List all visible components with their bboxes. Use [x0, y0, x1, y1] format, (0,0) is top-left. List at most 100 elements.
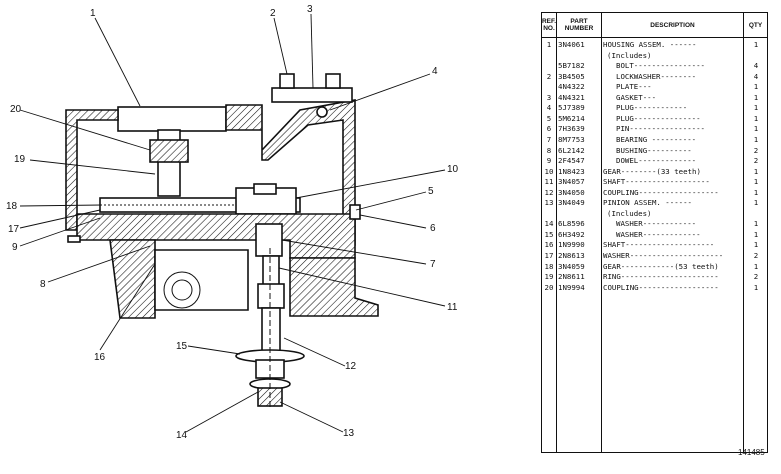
cell-desc: GEAR------------(53 teeth): [603, 261, 719, 271]
header-part: PART NUMBER: [564, 18, 594, 32]
callout-5: 5: [428, 186, 434, 197]
callout-15: 15: [176, 341, 188, 352]
cell-ref: 3: [546, 92, 552, 102]
cell-desc: WASHER------------: [616, 219, 697, 229]
bore-circle: [163, 271, 201, 309]
callout-18: 18: [6, 201, 18, 212]
cell-qty: 1: [753, 229, 759, 239]
cell-desc: SHAFT-------------------: [603, 177, 710, 187]
cell-qty: 2: [753, 251, 759, 260]
cell-ref: 14: [544, 219, 554, 229]
cell-part: 6L2142: [558, 145, 585, 155]
callout-1: 1: [90, 8, 96, 19]
cell-qty: 1: [753, 282, 759, 292]
cell-desc: PLATE---: [616, 82, 652, 92]
cell-qty: 1: [753, 82, 759, 92]
page-number: 141485: [738, 448, 765, 457]
cell-part: 4N4322: [558, 82, 585, 92]
housing-cover: [117, 106, 227, 132]
callout-10: 10: [447, 164, 459, 175]
cell-qty: 1: [753, 198, 759, 208]
cell-qty: 1: [753, 103, 759, 113]
cell-ref: 4: [546, 103, 552, 113]
cell-desc: GEAR--------(33 teeth): [603, 166, 701, 176]
cell-qty: 1: [753, 261, 759, 271]
cell-part: 3N4049: [558, 198, 585, 208]
table-row: 4N4322 PLATE--- 1: [542, 82, 767, 93]
cell-part: 3B4505: [558, 71, 585, 81]
cell-ref: 13: [544, 198, 554, 208]
callout-4: 4: [432, 66, 438, 77]
callout-11: 11: [447, 302, 458, 313]
header-desc: DESCRIPTION: [650, 21, 695, 29]
cell-desc: (Includes): [607, 50, 652, 60]
cell-ref: 8: [546, 145, 552, 155]
cell-part: 5M6214: [558, 113, 585, 123]
cell-desc: BOLT----------------: [616, 61, 705, 71]
callout-3: 3: [307, 4, 313, 15]
cell-qty: 1: [753, 166, 759, 176]
table-row: 10 1N8423 GEAR--------(33 teeth) 1: [542, 167, 767, 178]
cell-part: 6H3492: [558, 229, 585, 239]
cell-qty: 4: [753, 61, 759, 71]
callout-20: 20: [10, 104, 22, 115]
callout-6: 6: [430, 223, 436, 234]
cell-desc: LOCKWASHER--------: [616, 71, 697, 81]
cell-qty: 1: [753, 113, 759, 123]
cell-qty: 1: [753, 240, 759, 250]
cell-desc: HOUSING ASSEM. ------: [603, 40, 697, 49]
cell-ref: 18: [544, 261, 554, 271]
cell-qty: 1: [753, 92, 759, 102]
cell-desc: WASHER-------------: [616, 229, 701, 239]
cell-qty: 1: [753, 187, 759, 197]
cell-ref: 7: [546, 134, 552, 144]
header-ref: REF. NO.: [541, 18, 557, 32]
cell-desc: BUSHING----------: [616, 145, 692, 155]
cell-qty: 1: [753, 134, 759, 144]
callout-8: 8: [40, 279, 46, 290]
housing-lower: [109, 239, 156, 319]
cell-ref: 10: [544, 166, 554, 176]
cell-qty: 4: [753, 71, 759, 81]
cell-part: 2N8611: [558, 272, 585, 282]
cell-ref: 5: [546, 113, 552, 123]
cell-part: 1N9994: [558, 282, 585, 292]
table-row: 18 3N4059 GEAR------------(53 teeth) 1: [542, 262, 767, 273]
plug-4: [316, 106, 328, 118]
cell-ref: 11: [544, 177, 554, 187]
callout-labels: 1 2 3 4 5 6 7 8 9 10 11 12 13 14 15 16 1…: [6, 4, 459, 441]
cell-desc: (Includes): [607, 208, 652, 218]
cell-ref: 6: [546, 124, 552, 134]
table-row: 2 3B4505 LOCKWASHER-------- 4: [542, 72, 767, 83]
callout-2: 2: [270, 8, 276, 19]
pin-6: [349, 204, 361, 220]
cell-desc: DOWEL-------------: [616, 156, 697, 166]
cell-part: 3N4059: [558, 261, 585, 271]
cell-part: 1N8423: [558, 166, 585, 176]
bearing-7: [255, 223, 283, 257]
cell-qty: 2: [753, 156, 759, 166]
gear-hub: [253, 183, 277, 195]
exploded-drawing: 1 2 3 4 5 6 7 8 9 10 11 12 13 14 15 16 1…: [6, 4, 459, 441]
cell-part: 3N4061: [558, 40, 585, 49]
callout-12: 12: [345, 361, 357, 372]
cell-ref: 2: [546, 71, 552, 81]
cell-qty: 1: [753, 177, 759, 187]
cell-qty: 2: [753, 272, 759, 282]
cell-ref: 1: [546, 40, 552, 49]
cell-desc: GASKET---: [616, 92, 657, 102]
cell-desc: PLUG------------: [616, 103, 688, 113]
cell-desc: WASHER---------------------: [603, 251, 724, 260]
bolt-left: [279, 73, 295, 89]
